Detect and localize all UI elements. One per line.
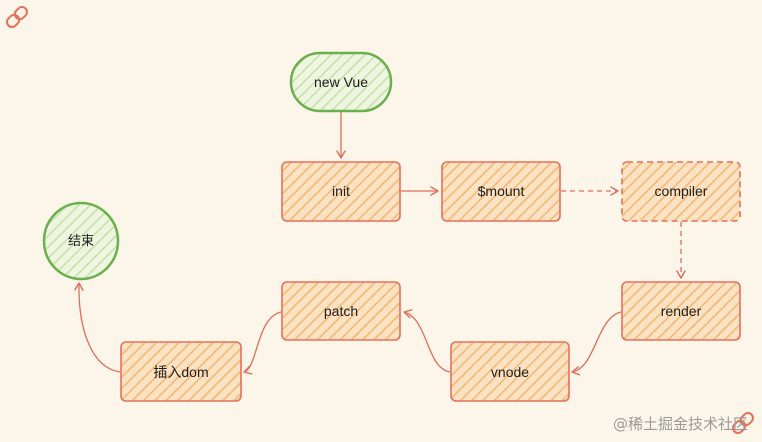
node-patch: patch <box>281 281 401 341</box>
node-insert-dom-label: 插入dom <box>153 364 208 380</box>
arrow-insertdom-end <box>74 282 121 373</box>
arrow-vnode-patch <box>403 309 451 373</box>
arrow-patch-insertdom <box>243 311 282 375</box>
node-new-vue: new Vue <box>289 51 393 113</box>
node-end: 结束 <box>42 201 120 281</box>
node-compiler: compiler <box>621 161 741 222</box>
arrow-render-vnode <box>571 311 622 376</box>
node-vnode-label: vnode <box>491 364 529 380</box>
node-init-label: init <box>332 183 350 199</box>
watermark: @稀土掘金技术社区 <box>612 415 748 433</box>
link-icon <box>6 6 28 28</box>
node-mount-label: $mount <box>478 183 525 199</box>
node-patch-label: patch <box>324 303 358 319</box>
node-end-label: 结束 <box>68 233 94 248</box>
node-new-vue-label: new Vue <box>314 74 368 90</box>
node-vnode: vnode <box>450 341 570 402</box>
node-compiler-label: compiler <box>655 183 708 199</box>
node-init: init <box>281 161 401 222</box>
node-mount: $mount <box>441 161 561 222</box>
node-render-label: render <box>661 303 702 319</box>
node-render: render <box>621 281 741 341</box>
node-insert-dom: 插入dom <box>120 341 242 402</box>
link-icon <box>732 412 754 434</box>
